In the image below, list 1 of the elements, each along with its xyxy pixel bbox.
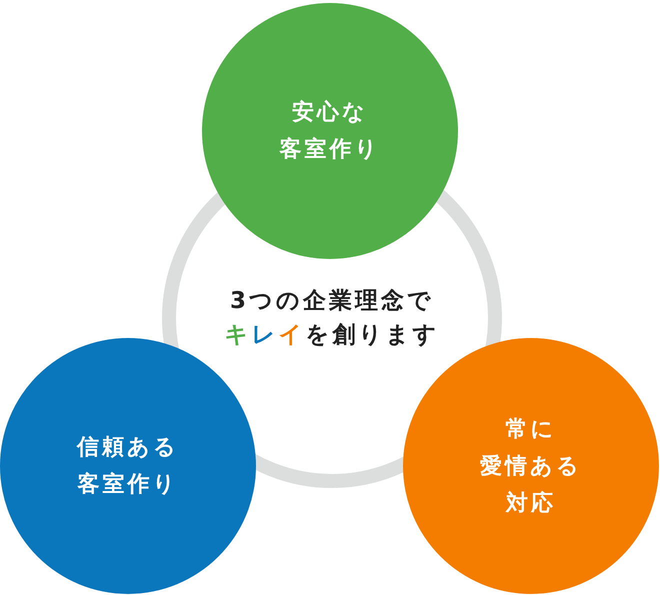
circle: 安心な客室作り bbox=[202, 3, 458, 259]
